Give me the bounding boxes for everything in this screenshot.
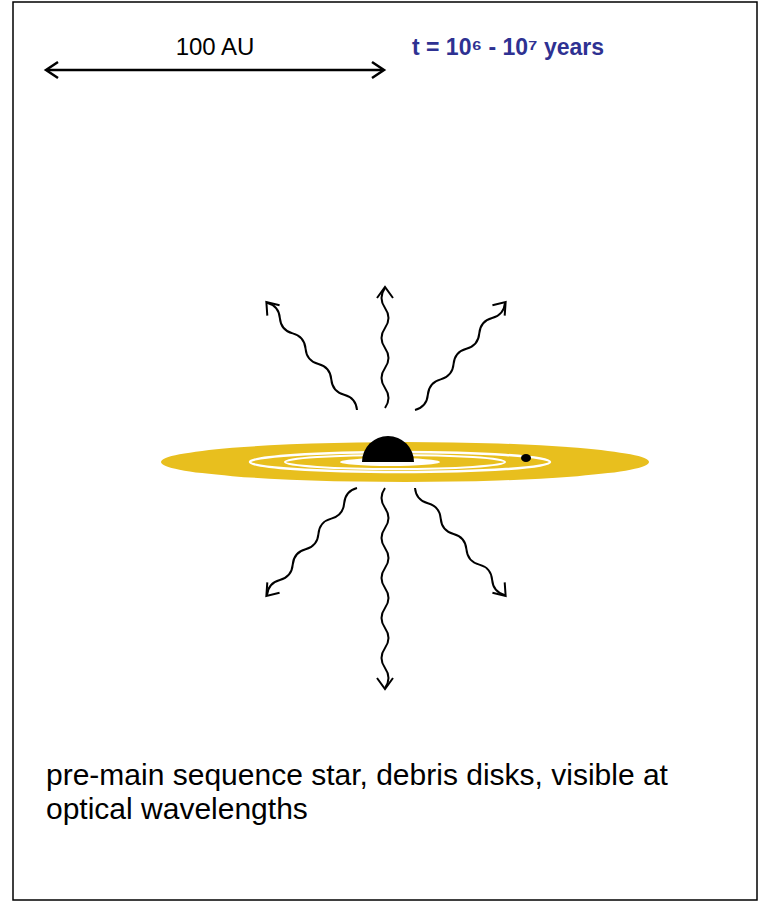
scale-label: 100 AU (176, 33, 255, 61)
radiation-arrows (260, 287, 512, 689)
frame (13, 2, 757, 900)
scale-arrow (46, 62, 384, 78)
caption: pre-main sequence star, debris disks, vi… (46, 758, 686, 826)
time-label: t = 10⁶ - 10⁷ years (412, 34, 604, 61)
planet (521, 454, 531, 462)
star (362, 436, 414, 462)
